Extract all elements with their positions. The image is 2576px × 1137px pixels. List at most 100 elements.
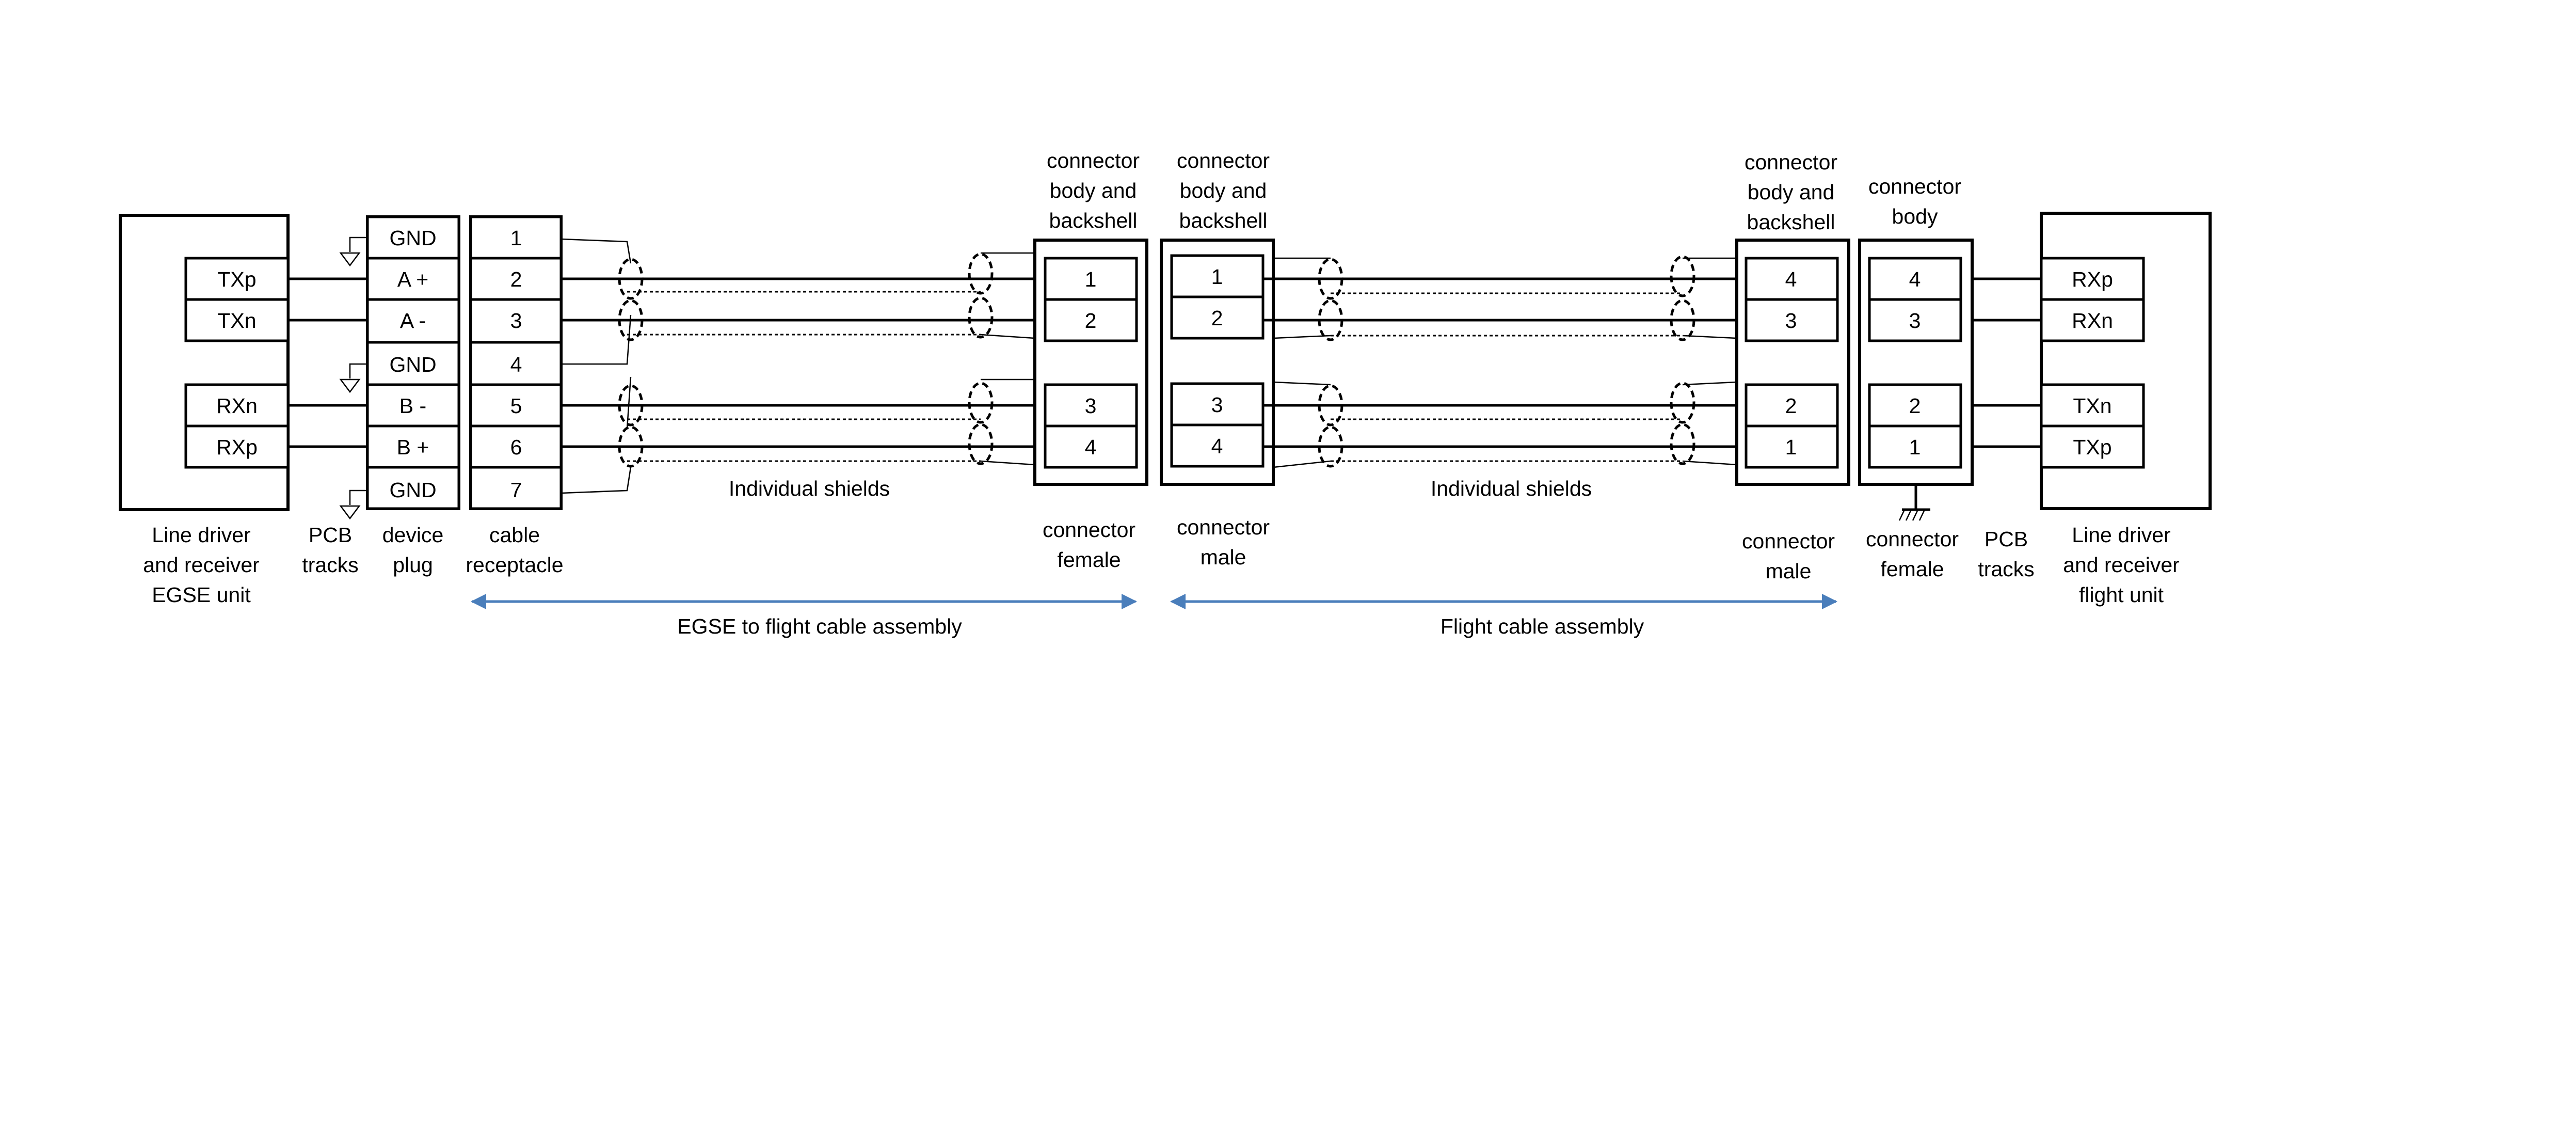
svg-text:female: female: [1880, 557, 1944, 581]
svg-text:3: 3: [1211, 393, 1223, 417]
shield-label: Individual shields: [1431, 477, 1592, 500]
svg-text:plug: plug: [393, 553, 433, 577]
svg-text:Line driver: Line driver: [2072, 523, 2170, 547]
svg-text:backshell: backshell: [1747, 210, 1835, 234]
svg-text:connector: connector: [1043, 518, 1135, 542]
cable-receptacle-cell: [469, 466, 563, 510]
flight-driver-pin-rxn: RXn: [2072, 309, 2113, 333]
device-plug-pin-gnd: GND: [389, 353, 436, 376]
svg-text:male: male: [1766, 559, 1812, 583]
svg-text:body: body: [1892, 204, 1938, 228]
device-plug-pin-gnd: GND: [389, 226, 436, 250]
svg-text:PCB: PCB: [1985, 527, 2028, 551]
svg-text:connector: connector: [1047, 149, 1140, 172]
svg-text:EGSE unit: EGSE unit: [152, 583, 251, 607]
svg-text:2: 2: [510, 267, 522, 291]
svg-text:cable: cable: [489, 523, 540, 547]
svg-text:3: 3: [1785, 309, 1797, 333]
egse-driver-pin-txn: TXn: [217, 309, 256, 333]
connector-male-cable2-end: 4 3 2 1 connector body and backshell con…: [1735, 150, 1850, 583]
shield-termination-icon: [1318, 255, 1695, 468]
device-plug-cell: [366, 383, 460, 428]
egse-to-flight-assembly-arrow: EGSE to flight cable assembly: [471, 594, 1137, 638]
svg-text:1: 1: [510, 226, 522, 250]
svg-text:5: 5: [510, 394, 522, 418]
svg-text:backshell: backshell: [1049, 209, 1138, 232]
flight-driver-pin-rxp: RXp: [2072, 267, 2113, 291]
svg-text:4: 4: [1211, 434, 1223, 458]
egse-to-flight-cable: Individual shields: [561, 238, 1044, 500]
svg-text:and receiver: and receiver: [2063, 553, 2180, 577]
device-plug-pin-gnd: GND: [389, 478, 436, 502]
cable-receptacle-cell: [469, 257, 563, 301]
svg-text:female: female: [1057, 548, 1121, 572]
svg-text:male: male: [1201, 545, 1246, 569]
svg-text:2: 2: [1909, 394, 1921, 418]
svg-text:1: 1: [1909, 435, 1921, 459]
svg-text:and receiver: and receiver: [143, 553, 260, 577]
device-plug-pin-b-plus: B +: [397, 435, 429, 459]
egse-driver-pin-rxp: RXp: [216, 435, 258, 459]
cable-receptacle-cell: [469, 341, 563, 386]
device-plug-pin-b-minus: B -: [399, 394, 426, 418]
svg-text:4: 4: [510, 353, 522, 376]
svg-text:body and: body and: [1050, 179, 1137, 202]
egse-driver-pins: TXp TXn RXn RXp: [184, 257, 290, 469]
device-plug-cell: [366, 424, 460, 469]
svg-text:body and: body and: [1748, 180, 1835, 204]
device-plug-pin-a-minus: A -: [400, 309, 426, 333]
cable-receptacle: 1 2 3 4 5 6 7 cable receptacle: [466, 215, 564, 577]
ground-icon: [339, 363, 367, 393]
flight-connector-female: 4 3 2 1 connector body connector female: [1858, 175, 1974, 581]
svg-text:device: device: [382, 523, 444, 547]
svg-text:connector: connector: [1745, 150, 1837, 174]
flight-unit: RXp RXn TXn TXp Line driver and receiver…: [2040, 212, 2212, 607]
ground-icon: [339, 236, 367, 267]
flight-pcb-tracks: PCB tracks: [1972, 277, 2041, 581]
svg-text:Line driver: Line driver: [152, 523, 250, 547]
svg-text:backshell: backshell: [1179, 209, 1268, 232]
cable-receptacle-cell: [469, 424, 563, 469]
device-plug-cell: [366, 298, 460, 344]
svg-text:2: 2: [1211, 306, 1223, 330]
cable-receptacle-cell: [469, 215, 563, 260]
connector-male-cable2-start: 1 2 3 4 connector body and backshell con…: [1160, 149, 1275, 569]
svg-text:2: 2: [1085, 309, 1097, 333]
egse-driver-pin-rxn: RXn: [216, 394, 258, 418]
svg-text:3: 3: [1085, 394, 1097, 418]
chassis-ground-icon: [1898, 484, 1930, 521]
svg-text:2: 2: [1785, 394, 1797, 418]
device-plug: GND A + A - GND B - B + GND device plug: [366, 215, 460, 577]
flight-driver-pin-txp: TXp: [2073, 435, 2111, 459]
svg-text:connector: connector: [1866, 527, 1959, 551]
flight-driver-pin-txn: TXn: [2073, 394, 2111, 418]
svg-text:receptacle: receptacle: [466, 553, 563, 577]
svg-text:connector: connector: [1177, 515, 1270, 539]
egse-unit-label: Line driver and receiver EGSE unit: [143, 523, 260, 607]
svg-text:3: 3: [510, 309, 522, 333]
svg-text:tracks: tracks: [1978, 557, 2034, 581]
flight-cable-assembly-arrow: Flight cable assembly: [1170, 594, 1837, 638]
svg-text:flight unit: flight unit: [2079, 583, 2164, 607]
svg-text:3: 3: [1909, 309, 1921, 333]
svg-text:1: 1: [1085, 267, 1097, 291]
egse-unit: TXp TXn RXn RXp Line driver and receiver…: [119, 214, 290, 607]
svg-text:1: 1: [1785, 435, 1797, 459]
svg-text:connector: connector: [1742, 529, 1835, 553]
svg-text:connector: connector: [1868, 175, 1961, 198]
ground-icon: [339, 489, 367, 520]
svg-text:EGSE to flight cable assembly: EGSE to flight cable assembly: [677, 614, 962, 638]
shield-termination-icon: [618, 252, 994, 468]
svg-text:body and: body and: [1180, 179, 1267, 202]
egse-pcb-tracks: PCB tracks: [288, 236, 367, 577]
egse-driver-pin-txp: TXp: [217, 267, 256, 291]
svg-text:4: 4: [1785, 267, 1797, 291]
svg-text:Flight cable assembly: Flight cable assembly: [1441, 614, 1644, 638]
device-plug-cell: [366, 215, 460, 260]
svg-text:7: 7: [510, 478, 522, 502]
svg-text:tracks: tracks: [302, 553, 358, 577]
connector-female-cable1: 1 2 3 4 connector body and backshell con…: [1033, 149, 1148, 572]
svg-text:PCB: PCB: [309, 523, 352, 547]
svg-text:4: 4: [1085, 435, 1097, 459]
